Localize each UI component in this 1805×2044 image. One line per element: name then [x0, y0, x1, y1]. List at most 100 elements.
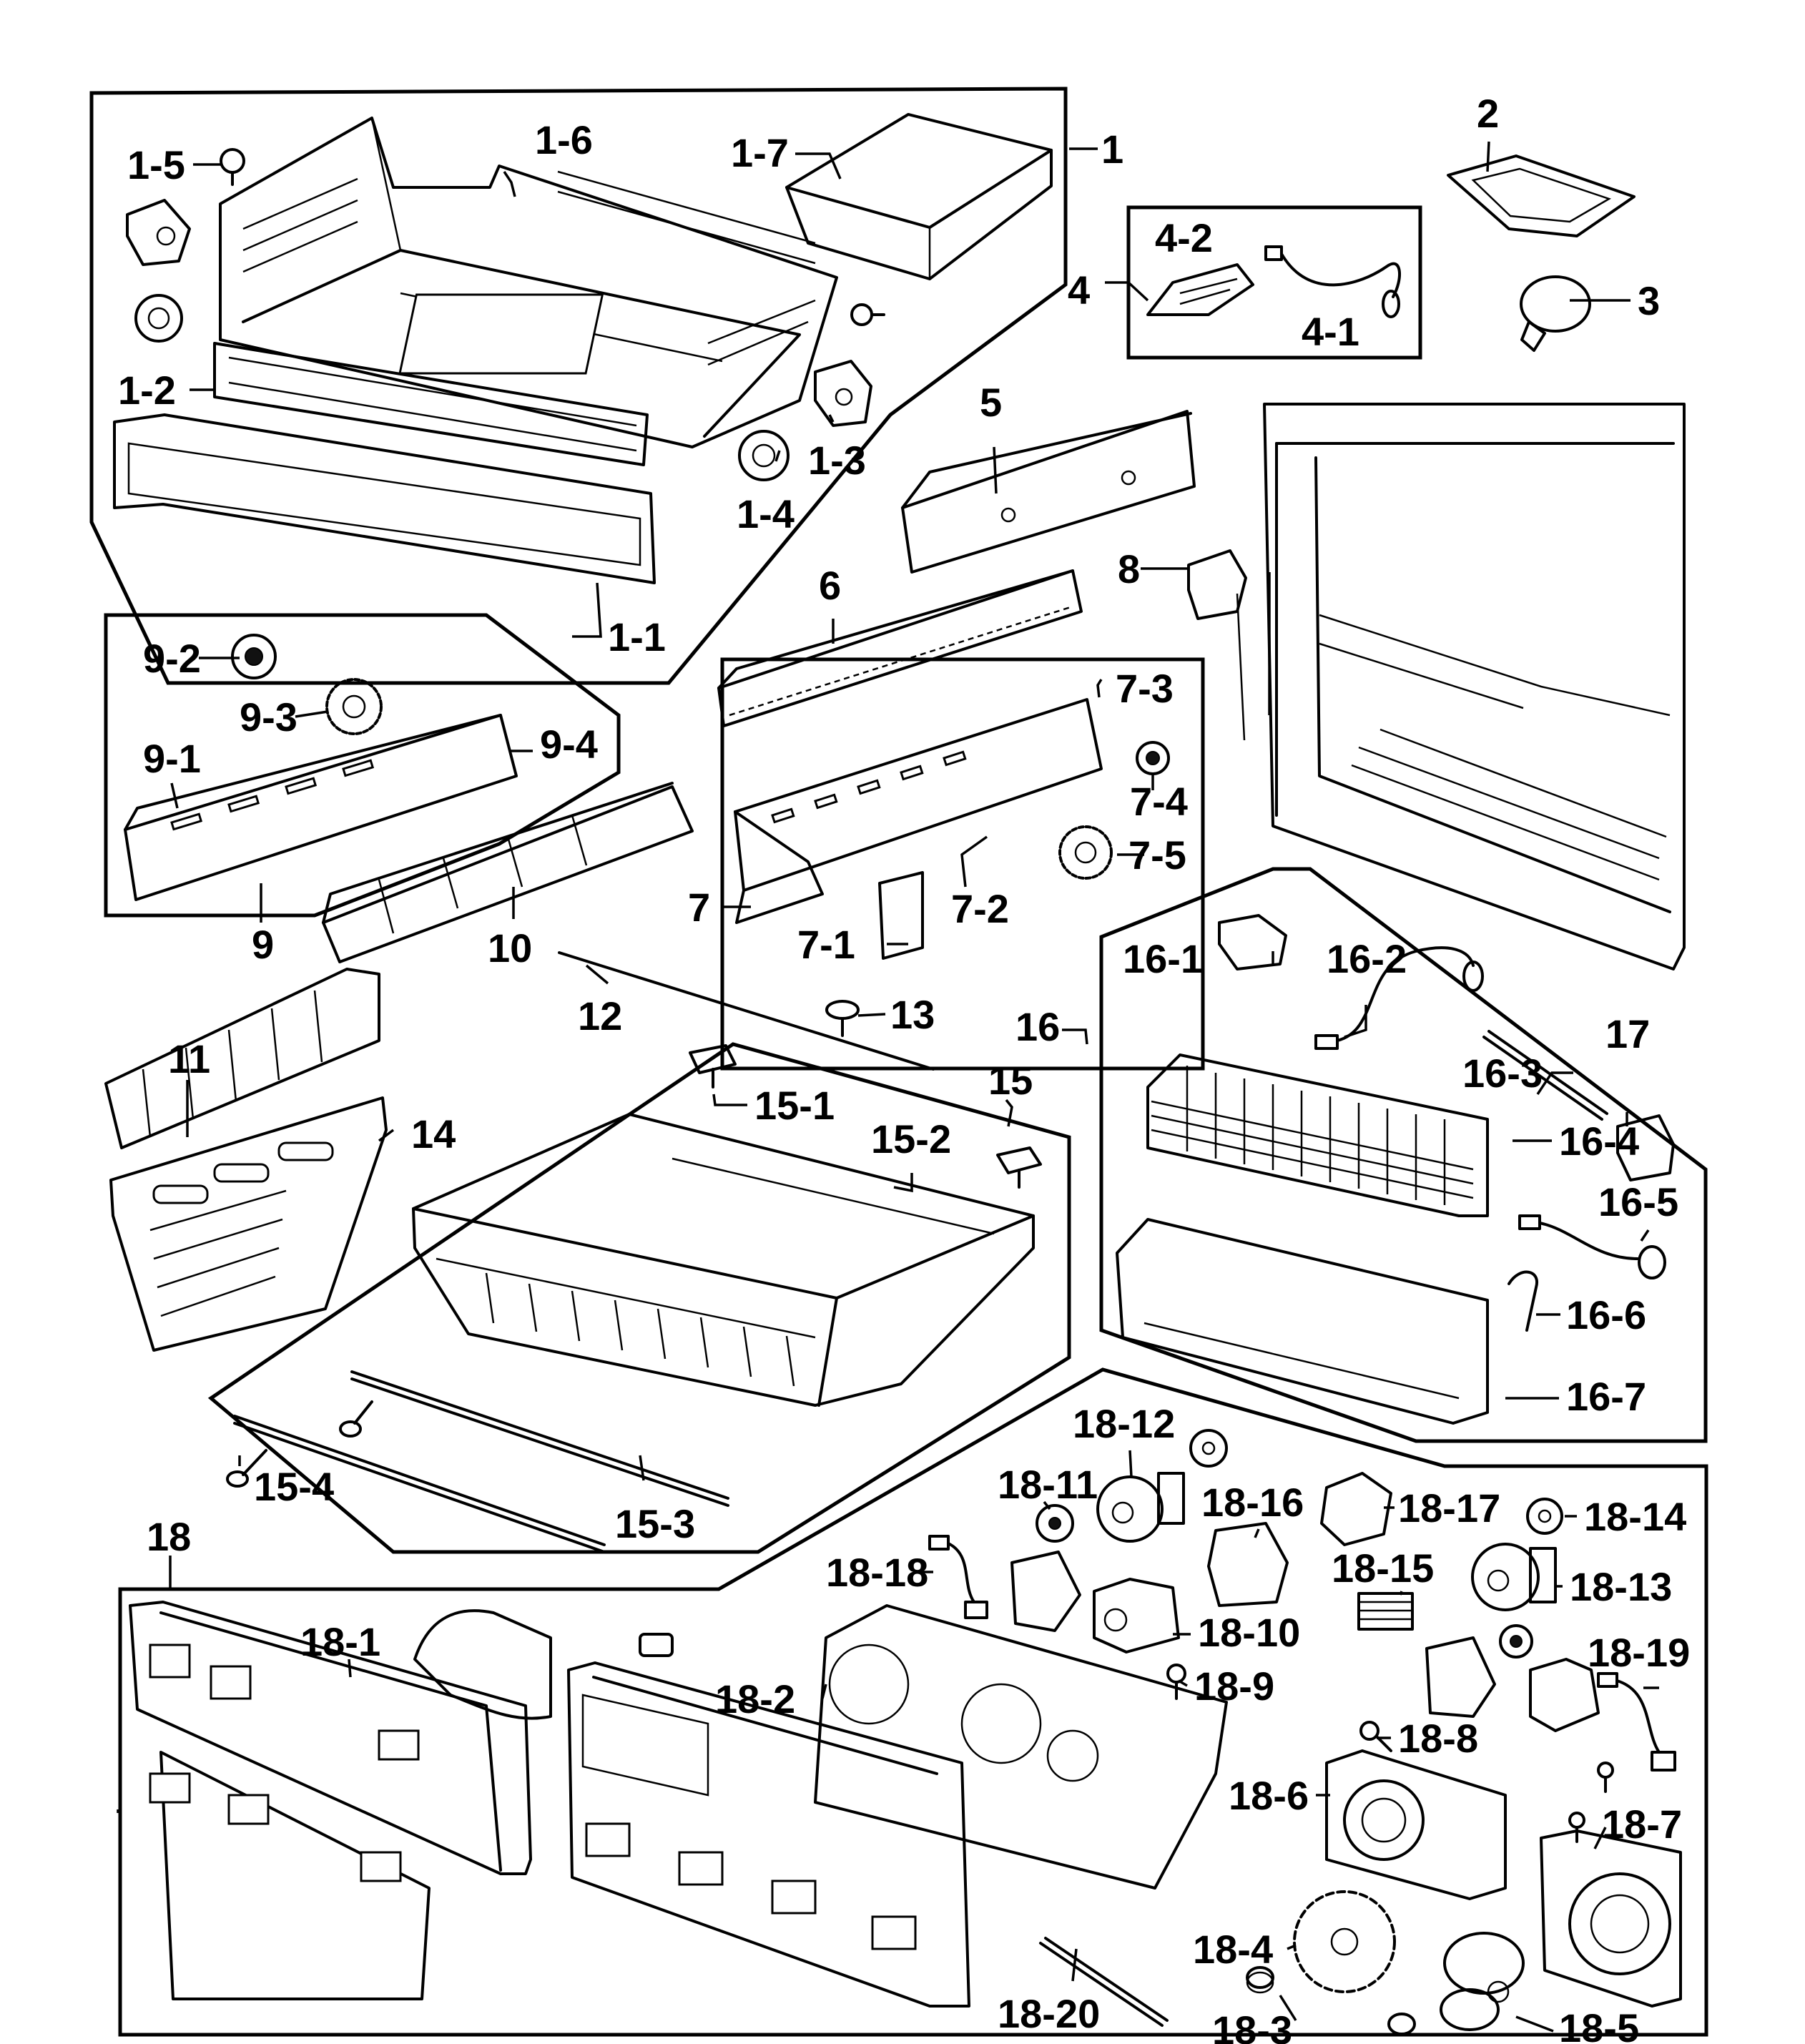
label-10: 10	[488, 925, 532, 971]
part-3-light-bulb	[1520, 275, 1591, 352]
part-16-5-fuse	[1518, 1214, 1666, 1279]
part-7-slide-rail	[734, 698, 1103, 924]
label-9: 9	[252, 922, 274, 967]
label-4-2: 4-2	[1155, 215, 1213, 260]
label-12: 12	[578, 993, 622, 1038]
part-18-4-fan-blade	[1293, 1890, 1396, 1993]
part-18-8-screw	[1359, 1721, 1392, 1752]
part-15-4-screw-2	[339, 1400, 373, 1438]
part-13-clip	[825, 1000, 860, 1037]
part-18-center-cover	[567, 1661, 970, 2008]
label-4: 4	[1068, 267, 1090, 313]
part-16-6-clamp	[1508, 1270, 1539, 1332]
part-18-19-wire	[1597, 1672, 1676, 1772]
part-16-2-wire	[1314, 946, 1484, 1050]
label-18-17: 18-17	[1398, 1485, 1500, 1530]
frame-group-1	[89, 87, 1068, 685]
label-3: 3	[1638, 278, 1660, 323]
label-18-11: 18-11	[998, 1462, 1098, 1507]
label-18-14: 18-14	[1584, 1494, 1686, 1539]
label-16-5: 16-5	[1598, 1179, 1678, 1224]
label-14: 14	[411, 1111, 456, 1156]
label-18-20: 18-20	[998, 1991, 1100, 2036]
part-15-1-clip-right	[996, 1146, 1042, 1189]
label-18-18: 18-18	[826, 1550, 928, 1595]
label-18-19: 18-19	[1588, 1630, 1690, 1675]
part-6-rack-rail	[717, 569, 1083, 727]
part-1-5-screw	[220, 148, 245, 186]
part-16-7-drain-pan	[1116, 1218, 1489, 1425]
part-15-1-clip	[689, 1044, 737, 1089]
part-18-18-wire	[928, 1535, 988, 1619]
label-4-1: 4-1	[1302, 309, 1359, 354]
part-9-3-gear	[325, 678, 383, 735]
part-1-screw-right	[850, 303, 885, 326]
label-18-5: 18-5	[1559, 2005, 1639, 2044]
part-18-grommet-mid	[1499, 1624, 1533, 1659]
label-5: 5	[980, 380, 1002, 425]
part-14-divider-panel	[109, 1096, 388, 1352]
label-8: 8	[1118, 546, 1140, 591]
label-1-6: 1-6	[535, 117, 593, 162]
part-1-roller-left	[134, 294, 183, 343]
part-18-bracket-left	[1010, 1551, 1081, 1632]
label-15-2: 15-2	[871, 1116, 951, 1161]
label-15-4: 15-4	[254, 1464, 334, 1509]
frame-group-9	[104, 613, 621, 918]
part-18-14-grommet	[1526, 1498, 1563, 1535]
part-1-3-bracket	[814, 360, 872, 427]
part-16-1-defrost-sensor	[1218, 914, 1287, 971]
part-18-7-fan-bracket	[1540, 1829, 1682, 2008]
label-9-4: 9-4	[540, 722, 598, 767]
label-18-7: 18-7	[1602, 1802, 1682, 1847]
label-15-3: 15-3	[615, 1501, 695, 1546]
label-7-4: 7-4	[1130, 779, 1188, 824]
callout-labels: 1 1-7 1-6 1-5 1-2 1-3 1-4 1-1 2 3 4 4-2 …	[118, 91, 1690, 2044]
part-15-4-screw	[226, 1449, 267, 1488]
frame-group-18	[118, 1367, 1708, 2037]
frame-group-7	[720, 657, 1205, 1071]
part-5-rail-cover	[901, 410, 1196, 574]
label-1-7: 1-7	[731, 130, 789, 175]
label-18-9: 18-9	[1194, 1664, 1274, 1709]
label-1-4: 1-4	[737, 491, 795, 536]
part-9-2-roller	[231, 634, 277, 679]
cabinet-frame	[1236, 403, 1686, 971]
part-18-10-motor-bracket	[1093, 1578, 1180, 1654]
part-15-3-rail	[233, 1370, 729, 1553]
label-16-4: 16-4	[1559, 1119, 1639, 1164]
part-10-guide	[322, 782, 694, 963]
part-18-17-damper	[1320, 1472, 1392, 1546]
label-1: 1	[1101, 127, 1123, 172]
label-7-2: 7-2	[951, 886, 1009, 931]
label-16-1: 16-1	[1123, 936, 1203, 981]
label-18: 18	[147, 1514, 191, 1559]
label-18-6: 18-6	[1229, 1773, 1309, 1818]
part-4-1-lamp-wire	[1264, 245, 1401, 318]
label-13: 13	[890, 992, 935, 1037]
part-7-4-roller	[1136, 741, 1170, 775]
part-1-2-drawer-rail	[213, 342, 649, 466]
part-11-divider	[104, 968, 380, 1149]
label-11: 11	[168, 1036, 210, 1081]
part-9-1-rail	[124, 714, 518, 901]
part-18-cover-piece	[413, 1609, 552, 1720]
label-18-12: 18-12	[1073, 1401, 1175, 1446]
part-18-3-spring	[1246, 1966, 1274, 1994]
label-1-2: 1-2	[118, 368, 176, 413]
part-4-2-lamp-holder	[1146, 263, 1254, 316]
leader-lines	[117, 141, 1659, 2033]
label-9-1: 9-1	[143, 736, 201, 781]
label-15: 15	[988, 1058, 1033, 1103]
part-7-1-plate	[878, 871, 924, 960]
label-7-1: 7-1	[797, 922, 855, 967]
label-7-5: 7-5	[1128, 832, 1186, 878]
part-1-6-drawer-basket	[219, 117, 838, 448]
part-18-14-grommet-a	[1189, 1429, 1228, 1468]
part-18-15-spring	[1357, 1592, 1414, 1631]
label-7-3: 7-3	[1116, 666, 1174, 711]
label-16: 16	[1015, 1004, 1060, 1049]
part-18-20-heater	[1039, 1937, 1169, 2027]
part-17-cover	[1616, 1114, 1675, 1181]
